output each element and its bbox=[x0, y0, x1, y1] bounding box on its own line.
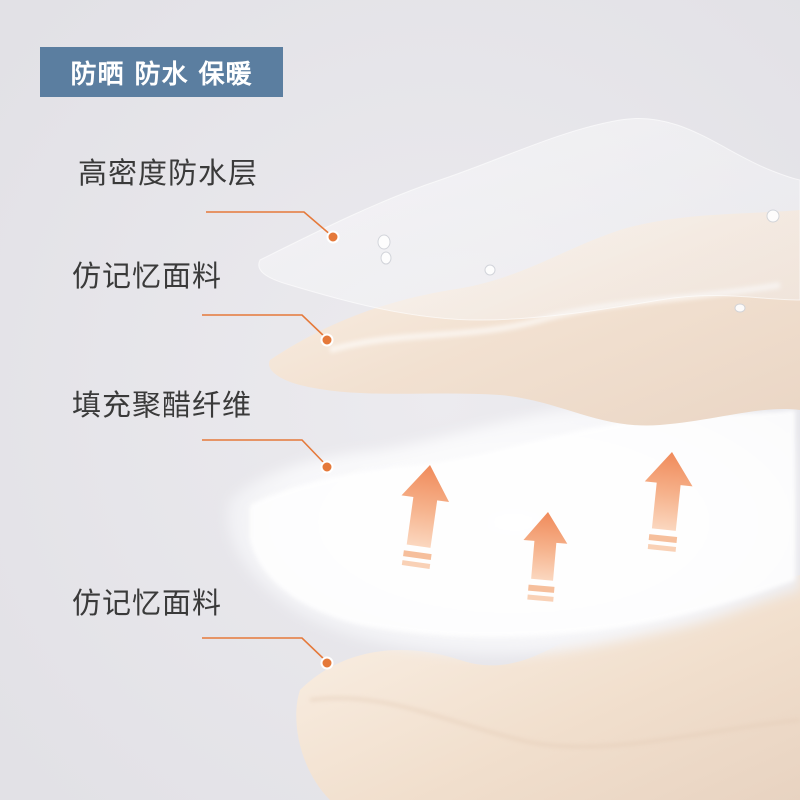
leader-dots bbox=[320, 230, 340, 670]
feature-banner: 防晒 防水 保暖 bbox=[40, 47, 283, 97]
label-fiber-fill: 填充聚醋纤维 bbox=[72, 388, 253, 422]
bottom-memory-fabric-layer bbox=[296, 575, 800, 800]
warmth-arrow-icon bbox=[523, 512, 568, 602]
water-droplets bbox=[377, 209, 780, 313]
leader-lines bbox=[202, 211, 333, 662]
label-memory-fabric-bottom: 仿记忆面料 bbox=[72, 586, 223, 620]
warmth-arrow-icon bbox=[401, 465, 450, 569]
label-memory-fabric-top: 仿记忆面料 bbox=[72, 259, 223, 293]
label-waterproof-layer: 高密度防水层 bbox=[78, 156, 259, 190]
warmth-arrow-icon bbox=[644, 452, 693, 552]
warmth-arrows bbox=[401, 452, 693, 602]
